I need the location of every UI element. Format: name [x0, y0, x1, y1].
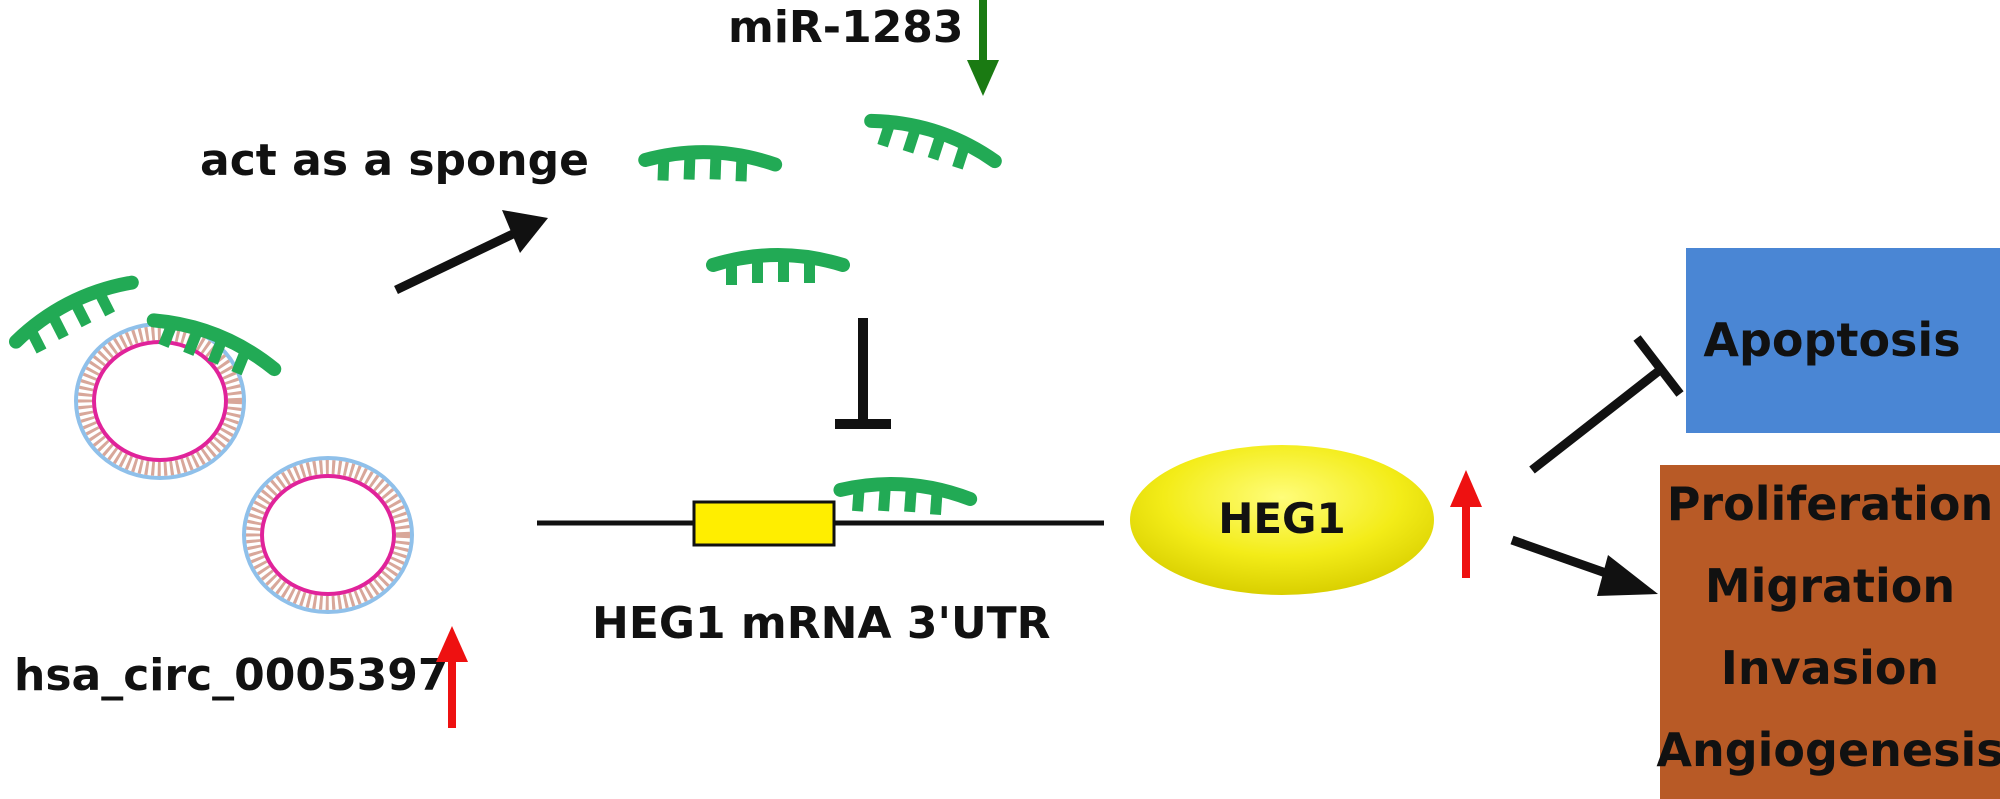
outcome-line: Invasion: [1721, 641, 1939, 695]
outcome-line: Angiogenesis: [1656, 723, 2000, 777]
activation-arrow-icon: [1510, 535, 1658, 596]
circular-rna-icon: [244, 458, 412, 612]
green-down-arrow-icon: [967, 0, 999, 96]
red-up-arrow-icon: [1450, 470, 1482, 578]
mirna-comb-icon: [865, 111, 998, 180]
heg1-protein: [1130, 445, 1434, 595]
inhibition-arrow-icon: [1529, 335, 1684, 474]
heg1-label: HEG1: [1218, 494, 1346, 543]
inhibition-bar-icon: [835, 318, 891, 429]
mirna-label: miR-1283: [728, 2, 964, 53]
sponge-label: act as a sponge: [200, 135, 589, 186]
red-up-arrow-icon: [436, 626, 468, 728]
mirna-comb-icon: [146, 311, 278, 388]
apoptosis-box: [1686, 248, 2000, 433]
outcome-line: Proliferation: [1667, 477, 1994, 531]
mirna-comb-icon: [11, 274, 140, 360]
apoptosis-label: Apoptosis: [1703, 313, 1960, 367]
mrna-strand: [537, 500, 1104, 547]
sponge-arrow-icon: [394, 210, 548, 295]
outcome-line: Migration: [1705, 559, 1955, 613]
mirna-comb-icon: [645, 150, 776, 185]
outcomes-box: [1660, 465, 2000, 799]
utr-label: HEG1 mRNA 3'UTR: [592, 598, 1051, 649]
mirna-comb-icon: [839, 480, 971, 519]
mirna-comb-icon: [713, 255, 843, 285]
utr-box: [692, 500, 836, 547]
circrna-label: hsa_circ_0005397: [14, 650, 448, 701]
